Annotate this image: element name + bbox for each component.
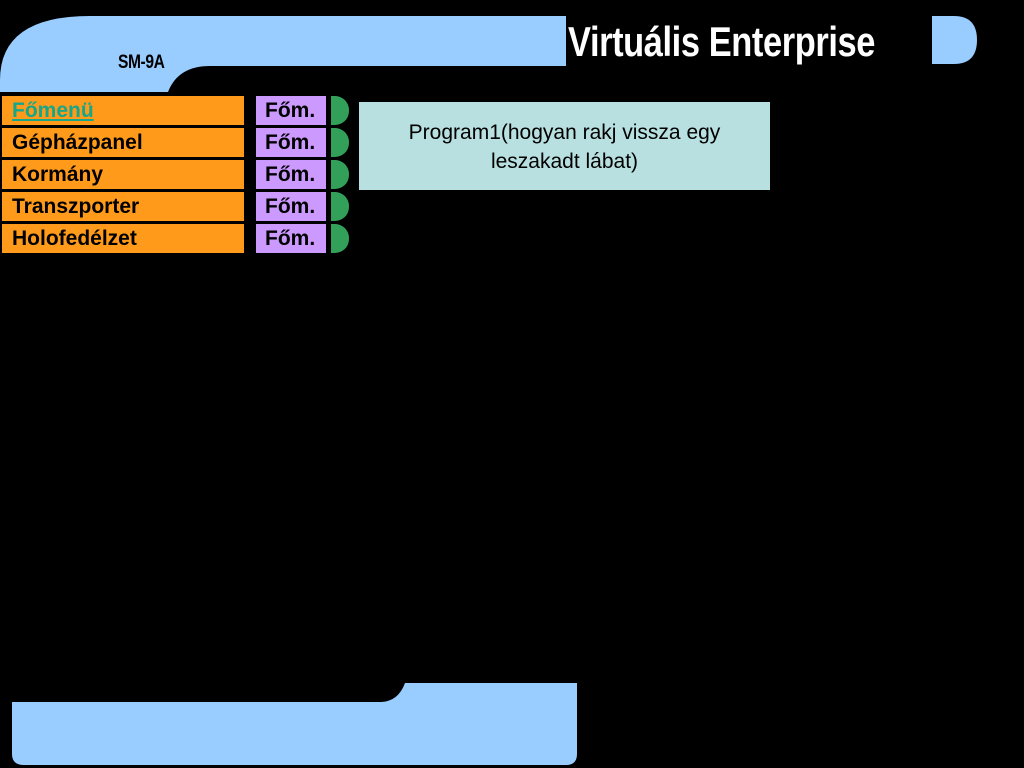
menu-item-fomenu[interactable]: Főmenü bbox=[2, 96, 244, 125]
menu-item-transzporter[interactable]: Transzporter bbox=[2, 192, 244, 221]
fom-button-4[interactable]: Főm. bbox=[256, 192, 326, 221]
bottom-frame bbox=[12, 683, 577, 765]
program-info-box: Program1(hogyan rakj vissza egy leszakad… bbox=[359, 102, 770, 190]
frame-label-plate bbox=[104, 46, 168, 84]
title-end-cap bbox=[932, 16, 977, 64]
fom-button-2[interactable]: Főm. bbox=[256, 128, 326, 157]
fom-cap-3[interactable] bbox=[331, 160, 349, 189]
frame-label: SM-9A bbox=[118, 52, 165, 73]
fom-cap-5[interactable] bbox=[331, 224, 349, 253]
top-frame-elbow bbox=[0, 16, 566, 92]
fom-button-3[interactable]: Főm. bbox=[256, 160, 326, 189]
fom-cap-4[interactable] bbox=[331, 192, 349, 221]
bottom-frame-elbow bbox=[12, 683, 577, 765]
menu-item-gephazpanel[interactable]: Gépházpanel bbox=[2, 128, 244, 157]
menu-item-holofedelzet[interactable]: Holofedélzet bbox=[2, 224, 244, 253]
top-frame bbox=[0, 16, 977, 92]
fom-button-5[interactable]: Főm. bbox=[256, 224, 326, 253]
fom-cap-1[interactable] bbox=[331, 96, 349, 125]
menu-item-kormany[interactable]: Kormány bbox=[2, 160, 244, 189]
fom-button-1[interactable]: Főm. bbox=[256, 96, 326, 125]
app-title: Virtuális Enterprise bbox=[568, 18, 876, 65]
fom-cap-2[interactable] bbox=[331, 128, 349, 157]
